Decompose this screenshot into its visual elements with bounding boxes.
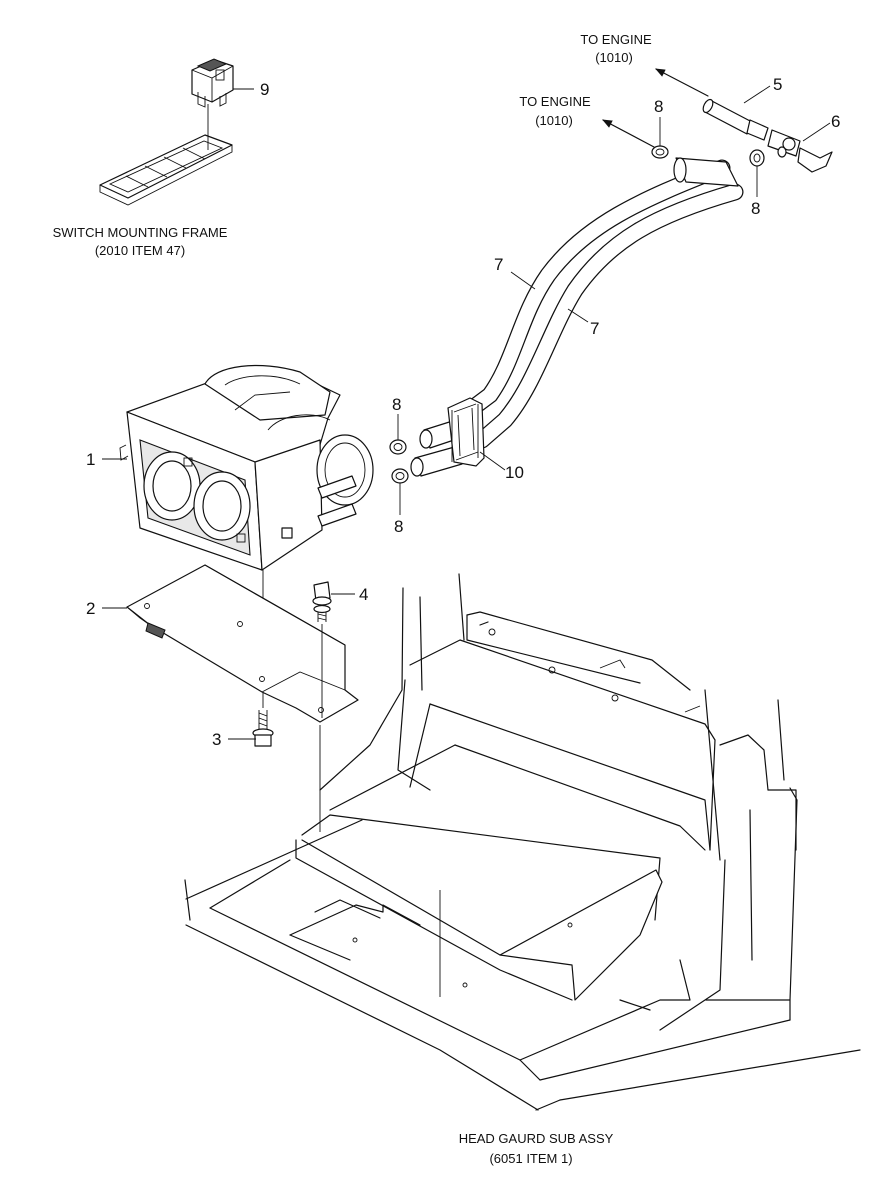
callout-8-top-left: 8 xyxy=(654,97,663,116)
engine-fitting xyxy=(702,98,769,141)
bolt-top xyxy=(312,581,332,622)
callout-5: 5 xyxy=(773,75,782,94)
callout-4: 4 xyxy=(359,585,368,604)
callout-2: 2 xyxy=(86,599,95,618)
switch-mounting-frame xyxy=(99,134,233,206)
bolt-bottom xyxy=(252,710,274,747)
head-guard-structure xyxy=(184,573,861,1111)
callout-8-mid-upper: 8 xyxy=(392,395,401,414)
callout-6: 6 xyxy=(831,112,840,131)
callout-8-mid-lower: 8 xyxy=(394,517,403,536)
rocker-switch xyxy=(191,58,234,108)
callout-10: 10 xyxy=(505,463,524,482)
head-guard-ref: (6051 ITEM 1) xyxy=(489,1151,572,1166)
callout-9: 9 xyxy=(260,80,269,99)
heater-unit xyxy=(119,364,374,571)
switch-frame-ref: (2010 ITEM 47) xyxy=(95,243,185,258)
to-engine-label-a: TO ENGINE xyxy=(580,32,652,47)
switch-frame-label: SWITCH MOUNTING FRAME xyxy=(53,225,228,240)
callout-8-top-right: 8 xyxy=(751,199,760,218)
callout-3: 3 xyxy=(212,730,221,749)
drain-valve xyxy=(767,129,833,173)
callout-7-lower: 7 xyxy=(590,319,599,338)
heater-hoses xyxy=(410,157,744,477)
to-engine-ref-b: (1010) xyxy=(535,113,573,128)
head-guard-label: HEAD GAURD SUB ASSY xyxy=(459,1131,614,1146)
to-engine-ref-a: (1010) xyxy=(595,50,633,65)
callout-leaders xyxy=(102,85,831,740)
grommet xyxy=(447,397,485,467)
callout-7-upper: 7 xyxy=(494,255,503,274)
to-engine-label-b: TO ENGINE xyxy=(519,94,591,109)
callout-1: 1 xyxy=(86,450,95,469)
